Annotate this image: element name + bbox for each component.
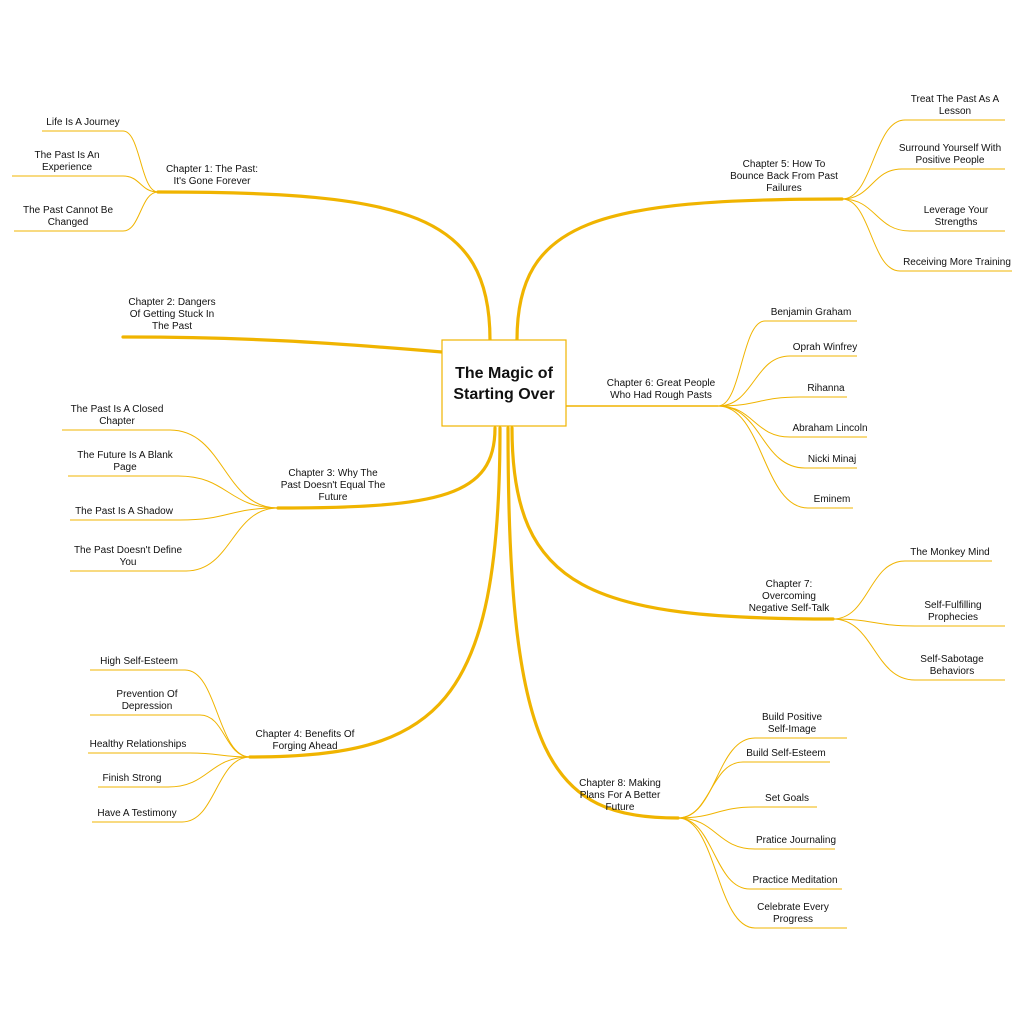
chapter-4-leaf-5: Have A Testimony	[97, 808, 176, 819]
chapter-4-leaf-1: High Self-Esteem	[100, 656, 178, 667]
chapter-3-leaf-2-line	[68, 475, 279, 509]
chapter-5-leaf-3-line	[841, 198, 1005, 232]
chapter-4-leaf-3-line	[88, 752, 251, 758]
central-topic-box	[441, 339, 567, 427]
chapter-4-leaf-4-line	[98, 756, 251, 788]
chapter-6-leaf-2-line	[717, 355, 857, 407]
chapter-3-leaf-1-line	[62, 429, 279, 509]
chapter-8-leaf-4: Pratice Journaling	[756, 835, 836, 846]
chapter-3-leaf-3: The Past Is A Shadow	[75, 506, 174, 517]
chapter-5-leaf-2-line	[841, 168, 1005, 200]
chapter-6-leaf-3: Rihanna	[807, 383, 845, 394]
chapter-1-title: Chapter 1: The Past:It's Gone Forever	[166, 164, 258, 187]
chapter-8-leaf-5: Practice Meditation	[752, 875, 837, 886]
chapter-1-leaf-3-line	[14, 191, 159, 232]
chapter-6-leaf-1: Benjamin Graham	[771, 307, 852, 318]
chapter-3-leaf-4-line	[70, 507, 279, 572]
chapter-1-leaf-1: Life Is A Journey	[46, 117, 119, 128]
chapter-6-leaf-3-line	[717, 396, 847, 407]
chapter-8-leaf-5-line	[677, 817, 842, 890]
chapter-7-branch	[510, 426, 835, 621]
chapter-6-leaf-4: Abraham Lincoln	[792, 423, 867, 434]
chapter-3-branch	[276, 426, 497, 510]
chapter-8-leaf-4-line	[677, 817, 835, 850]
chapter-4-branch	[248, 426, 502, 759]
chapter-4-leaf-4: Finish Strong	[103, 773, 162, 784]
chapter-6-leaf-6-line	[717, 405, 853, 509]
chapter-4-leaf-2-line	[90, 714, 251, 758]
chapter-5-leaf-4-line	[841, 198, 1012, 272]
chapter-6-leaf-6: Eminem	[814, 494, 851, 505]
chapter-7-leaf-3-line	[832, 618, 1005, 681]
chapter-5-leaf-1-line	[841, 119, 1005, 200]
chapter-1-branch	[156, 190, 492, 342]
chapter-8-leaf-2: Build Self-Esteem	[746, 748, 825, 759]
chapter-2-branch	[121, 335, 444, 354]
chapter-8-leaf-3-line	[677, 806, 817, 819]
chapter-7-leaf-1-line	[832, 560, 992, 620]
chapter-8-leaf-2-line	[677, 761, 830, 819]
chapter-6-leaf-5-line	[717, 405, 857, 469]
chapter-7-leaf-1: The Monkey Mind	[910, 547, 989, 558]
chapter-6-leaf-5: Nicki Minaj	[808, 454, 856, 465]
chapter-7-leaf-2-line	[832, 618, 1005, 627]
chapter-5-leaf-4: Receiving More Training	[903, 257, 1011, 268]
chapter-5-branch	[515, 197, 844, 342]
chapter-3-leaf-3-line	[70, 507, 279, 521]
chapter-8-branch	[506, 426, 680, 820]
chapter-8-leaf-3: Set Goals	[765, 793, 809, 804]
chapter-1-leaf-2-line	[12, 175, 159, 193]
chapter-6-leaf-2: Oprah Winfrey	[793, 342, 857, 353]
chapter-4-leaf-5-line	[92, 756, 251, 823]
branch-lines	[121, 190, 844, 820]
leaf-lines	[12, 119, 1012, 929]
chapter-4-leaf-3: Healthy Relationships	[90, 739, 187, 750]
chapter-6-leaf-1-line	[717, 320, 857, 407]
chapter-8-leaf-6-line	[677, 817, 847, 929]
chapter-4-leaf-1-line	[90, 669, 251, 758]
chapter-1-leaf-1-line	[42, 130, 159, 193]
